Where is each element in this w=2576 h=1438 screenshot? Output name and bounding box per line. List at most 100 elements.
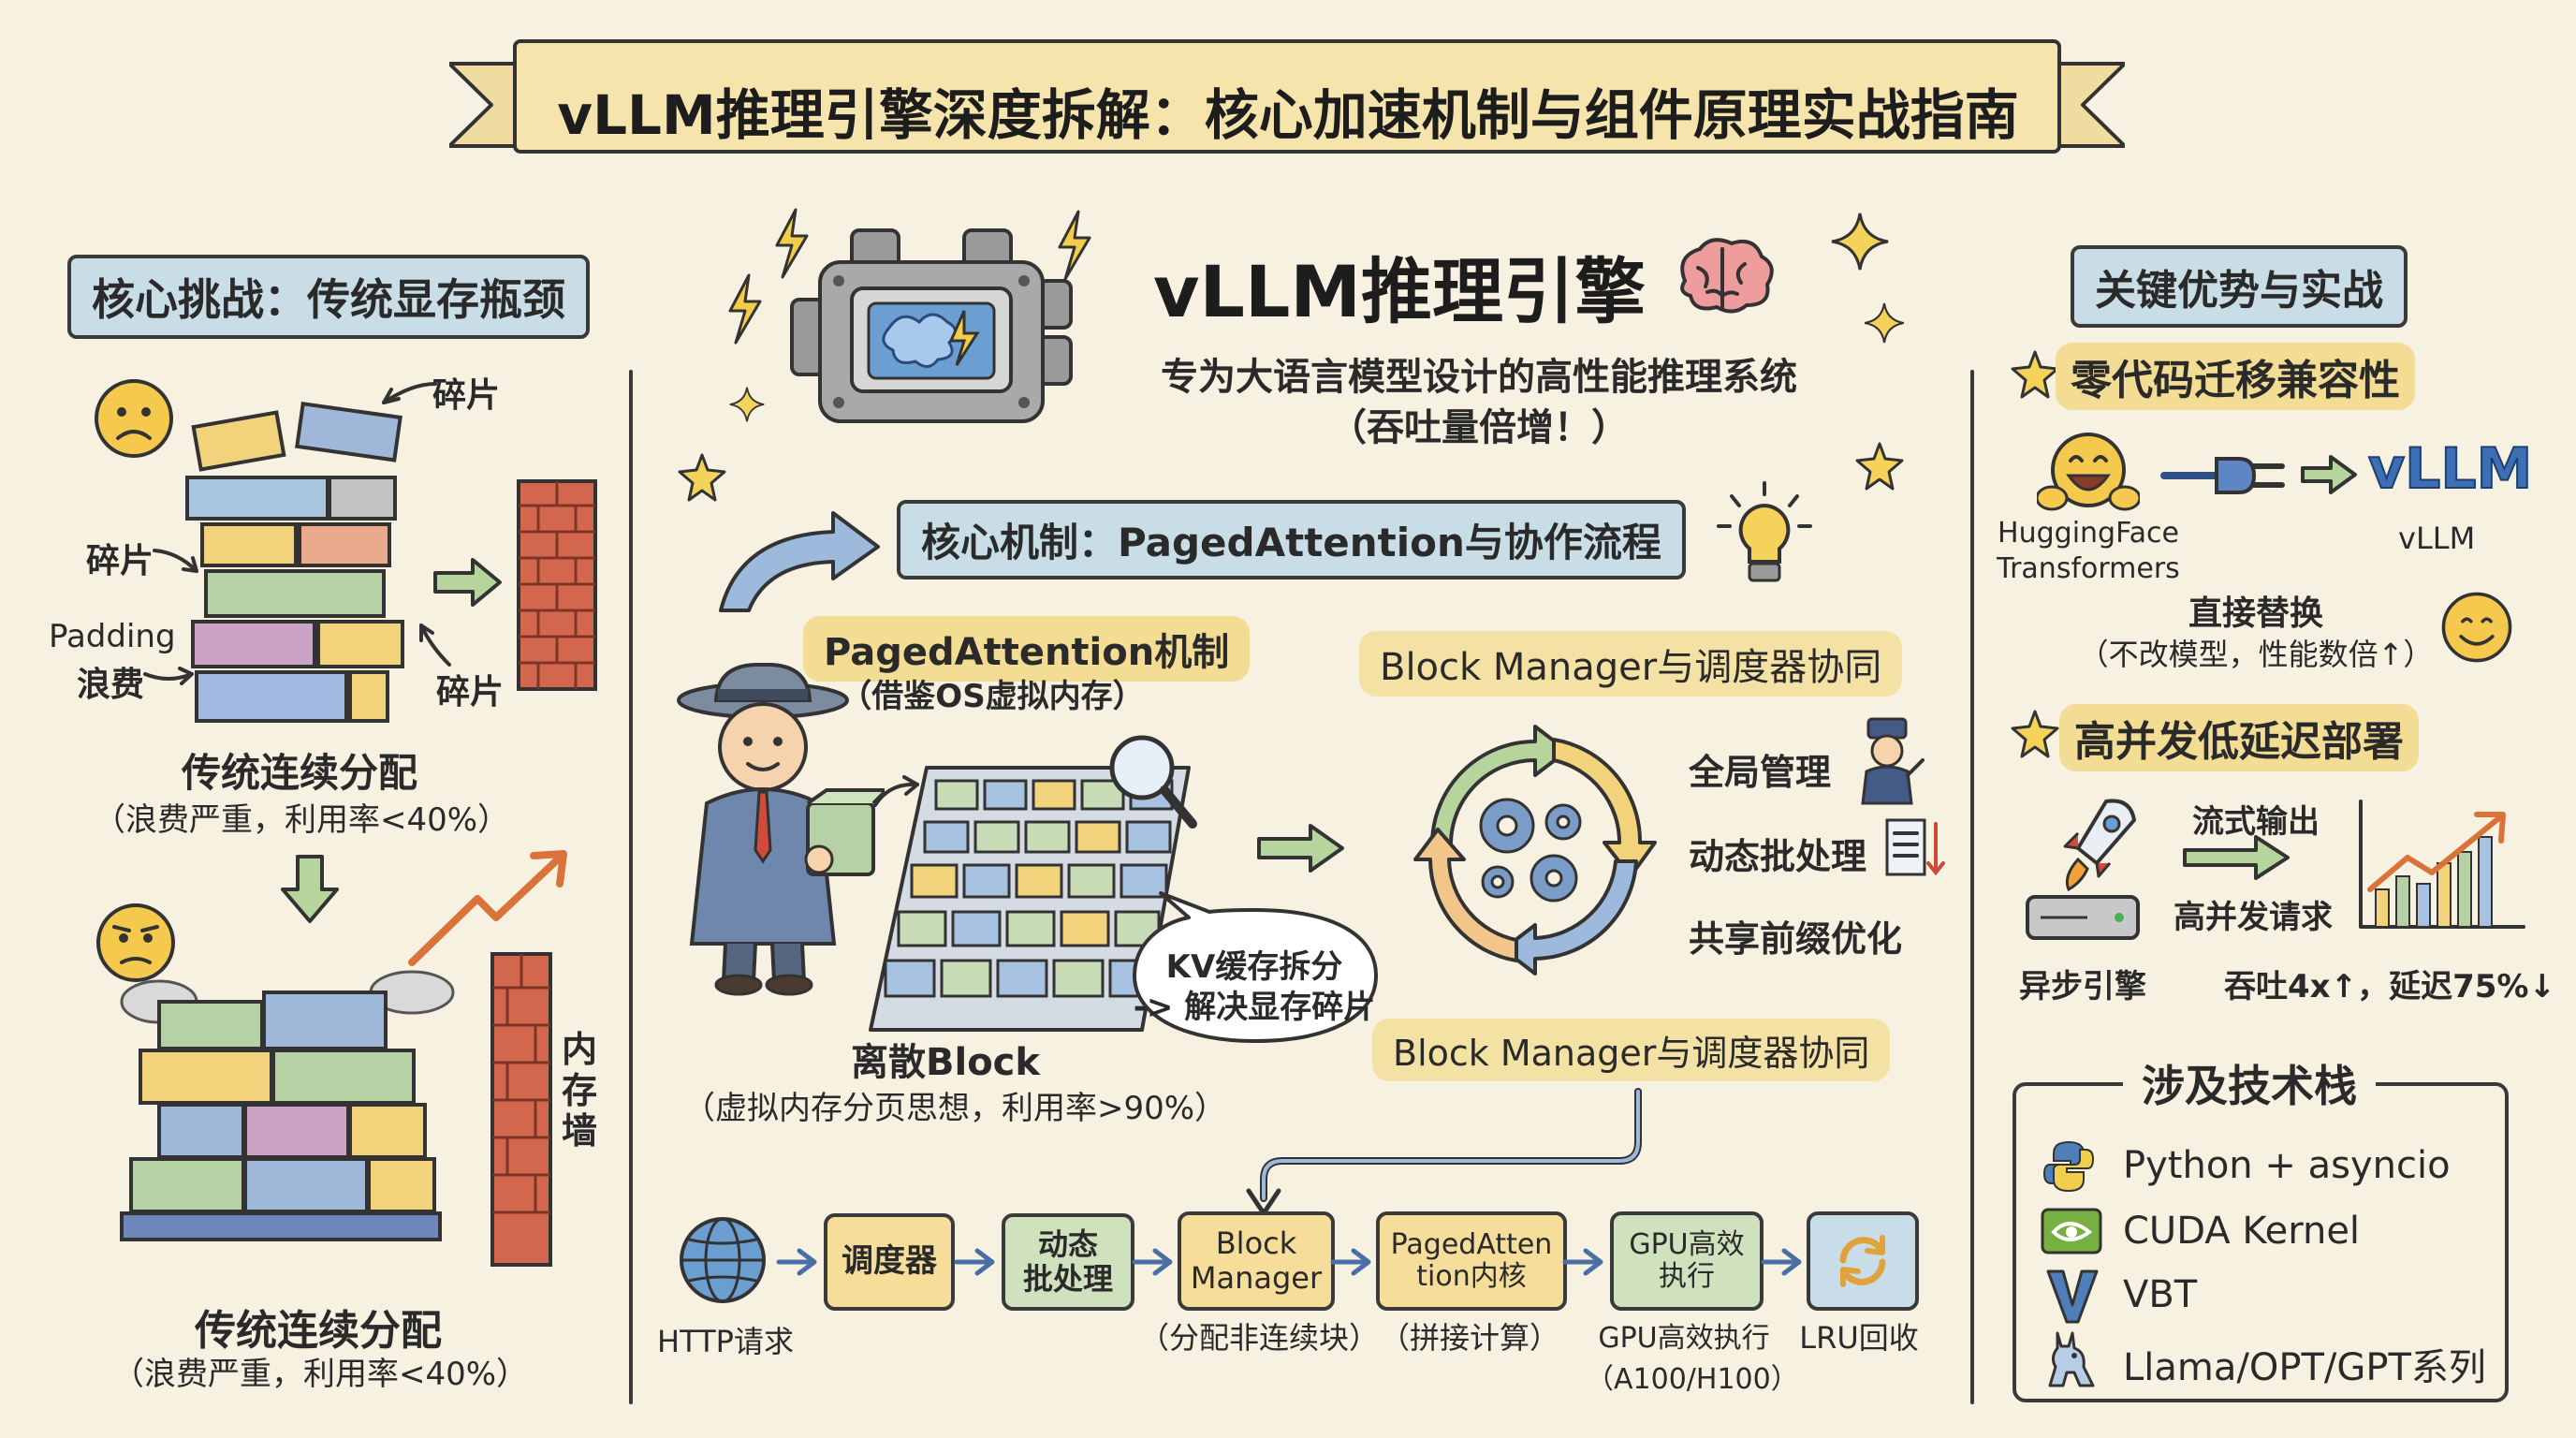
flow-lru-label: LRU回收 [1799, 1320, 1919, 1356]
engine-sub1: 专为大语言模型设计的高性能推理系统 [1161, 356, 1797, 399]
refresh-icon [1839, 1235, 1886, 1287]
replace-sub: （不改模型，性能数倍↑） [2078, 637, 2434, 672]
page-title: vLLM推理引擎深度拆解：核心加速机制与组件原理实战指南 [557, 83, 2019, 147]
arrow-fragment-top [382, 382, 437, 404]
tech-llama: Llama/OPT/GPT系列 [2123, 1346, 2486, 1389]
flow-batch: 动态 批处理 [1002, 1213, 1134, 1311]
left-divider [629, 370, 633, 1404]
block-caption: 离散Block [851, 1041, 1040, 1084]
label-waste: 浪费 [77, 666, 145, 704]
hf-label-2: Transformers [1997, 552, 2180, 585]
green-arrow-stream [2183, 835, 2290, 880]
bubble-line1: KV缓存拆分 [1165, 948, 1343, 986]
flow-block-manager: Block Manager [1178, 1211, 1335, 1311]
right-divider [1970, 370, 1974, 1404]
cycle-arrows [1413, 725, 1657, 976]
brick-wall-icon [517, 479, 597, 691]
hf-label-1: HuggingFace [1998, 517, 2179, 550]
concurrent-label: 高并发请求 [2174, 899, 2333, 936]
star-icon-left [678, 453, 726, 502]
tech-cuda: CUDA Kernel [2123, 1210, 2361, 1253]
vllm-logo: vLLM [2367, 435, 2533, 503]
green-arrow-small [2301, 455, 2357, 494]
engine-sub2: （吞吐量倍增！） [1329, 406, 1629, 449]
top-sub: （浪费严重，利用率<40%） [94, 801, 510, 839]
perf-label: 吞吐4x↑，延迟75%↓ [2224, 968, 2555, 1005]
flow-block-manager-sub: （分配非连续块） [1138, 1320, 1379, 1356]
flow-paged-kernel: PagedAtten tion内核 [1376, 1211, 1567, 1311]
top-caption: 传统连续分配 [181, 750, 417, 796]
block-sub: （虚拟内存分页思想，利用率>90%） [682, 1090, 1227, 1127]
connector-arrow [1246, 1088, 1642, 1216]
zero-code-title: 零代码迁移兼容性 [2056, 343, 2415, 410]
label-padding: Padding [49, 618, 176, 655]
engine-title: vLLM推理引擎 [1153, 250, 1647, 333]
flow-gpu-sub1: GPU高效执行 [1598, 1322, 1770, 1355]
arrow-fragment-right [419, 624, 451, 667]
tech-python: Python + asyncio [2123, 1144, 2451, 1187]
engine-icon [790, 228, 1073, 423]
label-fragment-left: 碎片 [86, 542, 154, 580]
fragmented-memory-stack [185, 402, 404, 723]
lightbulb-icon [1717, 481, 1812, 582]
detective-character [677, 663, 885, 996]
python-icon [2042, 1140, 2095, 1193]
llama-icon [2048, 1331, 2095, 1387]
flow-scheduler: 调度器 [824, 1213, 955, 1311]
flow-gpu: GPU高效 执行 [1610, 1211, 1764, 1311]
flow-gpu-sub2: （A100/H100） [1586, 1363, 1799, 1396]
curved-arrow-up [719, 511, 880, 612]
concurrency-title: 高并发低延迟部署 [2059, 704, 2419, 771]
brain-icon [1680, 238, 1774, 314]
plug-icon [2160, 457, 2285, 494]
wall-label: 内存墙 [562, 1029, 598, 1152]
star-icon-concurrency [2011, 710, 2059, 758]
bm-title-2: Block Manager与调度器协同 [1372, 1019, 1891, 1081]
smile-icon [2441, 592, 2512, 663]
async-label: 异步引擎 [2019, 968, 2146, 1005]
arrow-fragment-left [153, 549, 198, 573]
nvidia-icon [2041, 1208, 2102, 1255]
label-fragment-top: 碎片 [432, 376, 501, 415]
bottom-caption: 传统连续分配 [195, 1307, 442, 1355]
lightning-icon-right [1058, 210, 1091, 281]
stream-label: 流式输出 [2192, 803, 2320, 841]
rocket-server-icon [2026, 799, 2140, 940]
bm-item-global: 全局管理 [1689, 752, 1832, 793]
replace-title: 直接替换 [2188, 594, 2323, 633]
arrow-block-to-grid [873, 775, 919, 807]
block-grid [869, 766, 1191, 1032]
sparkle-icon-left-small [729, 387, 765, 422]
star-icon-zero-code [2011, 350, 2059, 399]
bottom-sub: （浪费严重，利用率<40%） [112, 1356, 529, 1393]
bm-title: Block Manager与调度器协同 [1359, 631, 1903, 697]
huggingface-icon [2037, 433, 2140, 511]
rising-arrow [408, 850, 567, 966]
green-arrow-right [433, 558, 502, 607]
sad-face-icon [95, 379, 173, 458]
globe-icon [680, 1217, 766, 1303]
paged-sub: （借鉴OS虚拟内存） [840, 678, 1145, 715]
magnifier-icon [1109, 735, 1197, 829]
flow-arrow-4 [1330, 1248, 1371, 1276]
vbt-logo-icon [2046, 1269, 2099, 1324]
tech-header: 涉及技术栈 [2123, 1052, 2376, 1114]
star-icon-right [1855, 442, 1904, 491]
flow-arrow-6 [1761, 1248, 1802, 1276]
arrow-padding [143, 667, 194, 685]
sparkle-icon-small [1864, 302, 1905, 344]
memory-wall-icon [490, 952, 552, 1267]
lightning-icon-left [728, 273, 762, 345]
bm-item-batch: 动态批处理 [1689, 836, 1867, 877]
paged-title: PagedAttention机制 [803, 616, 1251, 682]
flow-arrow-2 [954, 1248, 995, 1276]
speech-bubble [1133, 891, 1378, 1043]
growth-chart-icon [2359, 800, 2525, 929]
worried-face-icon [96, 903, 175, 982]
flow-http-label: HTTP请求 [657, 1324, 794, 1359]
flow-lru [1807, 1211, 1919, 1311]
title-ribbon [449, 39, 2125, 154]
flow-paged-kernel-sub: （拼接计算） [1379, 1320, 1559, 1356]
bm-item-prefix: 共享前缀优化 [1689, 918, 1903, 960]
bubble-line2: -> 解决显存碎片 [1133, 989, 1376, 1026]
